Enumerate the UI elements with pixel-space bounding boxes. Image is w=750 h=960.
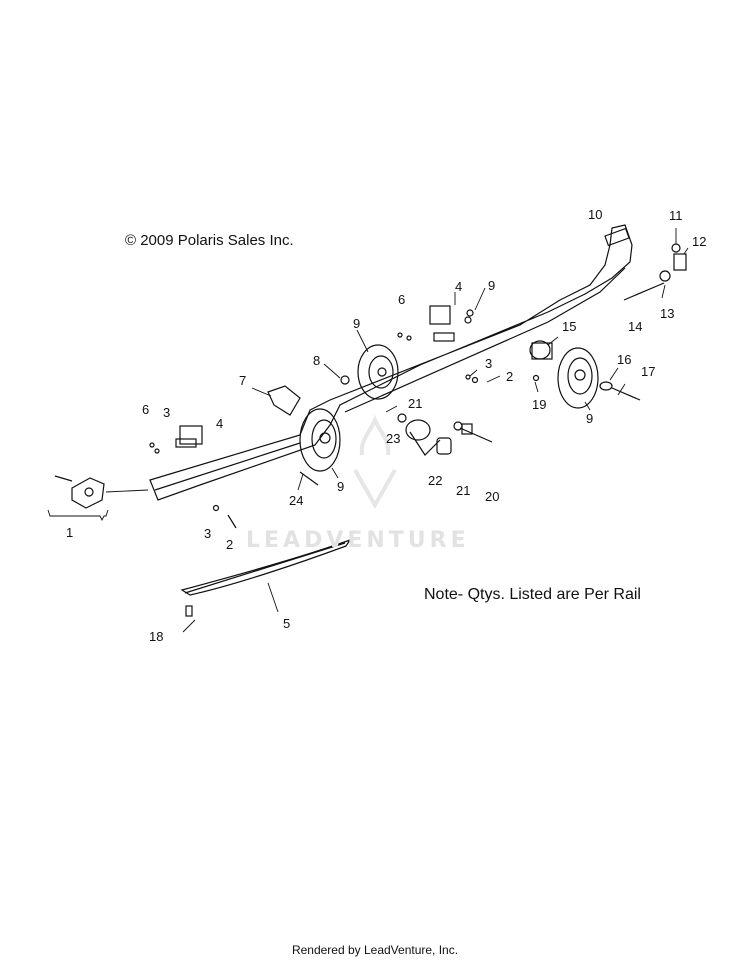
front-cap[interactable] (54, 475, 105, 509)
callout-6[interactable]: 6 (142, 402, 150, 417)
slide[interactable] (180, 538, 352, 596)
watermark-text: LEADVENTURE (246, 528, 470, 553)
callout-5[interactable]: 5 (283, 616, 291, 631)
callout-3[interactable]: 3 (204, 526, 212, 541)
callout-13[interactable]: 13 (660, 306, 675, 321)
callout-8[interactable]: 8 (313, 353, 321, 368)
callout-11[interactable]: 11 (669, 208, 683, 223)
callout-9[interactable]: 9 (353, 316, 361, 331)
callout-18[interactable]: 18 (149, 629, 164, 644)
callout-2[interactable]: 2 (226, 537, 234, 552)
callout-3[interactable]: 3 (163, 405, 171, 420)
spacer-22[interactable] (436, 437, 452, 455)
clip-12[interactable] (673, 253, 687, 271)
callout-4[interactable]: 4 (455, 279, 463, 294)
callout-10[interactable]: 10 (588, 207, 603, 222)
leader-lines (47, 228, 689, 633)
washers[interactable] (149, 309, 540, 529)
bolt-17[interactable] (599, 381, 641, 401)
bolt-14[interactable] (623, 282, 665, 301)
watermark-emblem (353, 414, 397, 510)
callout-3[interactable]: 3 (485, 356, 493, 371)
nut-13[interactable] (659, 270, 671, 282)
callout-2[interactable]: 2 (506, 369, 514, 384)
callout-15[interactable]: 15 (562, 319, 577, 334)
callout-21[interactable]: 21 (456, 483, 471, 498)
callout-22[interactable]: 22 (428, 473, 443, 488)
callout-16[interactable]: 16 (617, 352, 632, 367)
bracket-7[interactable] (267, 385, 301, 416)
callout-24[interactable]: 24 (289, 493, 304, 508)
copyright-text: © 2009 Polaris Sales Inc. (125, 232, 294, 249)
callout-6[interactable]: 6 (398, 292, 406, 307)
spacer-15[interactable] (529, 340, 553, 360)
bumper-23[interactable] (405, 419, 441, 456)
callout-9[interactable]: 9 (488, 278, 496, 293)
rail[interactable] (149, 224, 633, 501)
callout-21[interactable]: 21 (408, 396, 423, 411)
callout-23[interactable]: 23 (386, 431, 401, 446)
callout-19[interactable]: 19 (532, 397, 547, 412)
callout-9[interactable]: 9 (586, 411, 594, 426)
wheel-rear[interactable] (557, 347, 599, 409)
quantity-note: Note- Qtys. Listed are Per Rail (424, 586, 641, 603)
footer-credit: Rendered by LeadVenture, Inc. (291, 943, 459, 957)
bracket-4-front[interactable] (175, 425, 203, 448)
callout-1[interactable]: 1 (66, 525, 74, 540)
callout-17[interactable]: 17 (641, 364, 656, 379)
bracket-4-rear[interactable] (429, 305, 455, 342)
wheel-middle[interactable] (357, 344, 399, 400)
callout-12[interactable]: 12 (692, 234, 707, 249)
wheel-front[interactable] (299, 408, 341, 472)
bolt-20[interactable] (459, 423, 493, 443)
callout-4[interactable]: 4 (216, 416, 224, 431)
callout-9[interactable]: 9 (337, 479, 345, 494)
callout-7[interactable]: 7 (239, 373, 247, 388)
callout-14[interactable]: 14 (628, 319, 643, 334)
nut-11[interactable] (671, 243, 681, 253)
callout-20[interactable]: 20 (485, 489, 500, 504)
screw-18[interactable] (185, 605, 193, 617)
